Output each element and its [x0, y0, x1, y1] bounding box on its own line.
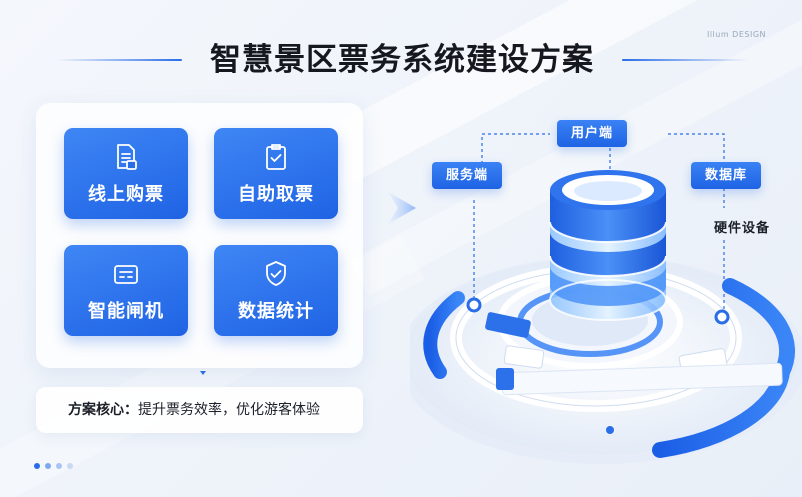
core-text: 提升票务效率，优化游客体验 [138, 402, 320, 418]
platform-illustration [410, 133, 802, 464]
core-key: 方案核心： [68, 402, 138, 418]
pager-dot[interactable] [67, 463, 73, 469]
document-icon [117, 144, 137, 170]
title-row: 智慧景区票务系统建设方案 [0, 38, 802, 82]
feature-tile-self-pickup[interactable]: 自助取票 [214, 128, 338, 219]
database-cylinder-icon [549, 170, 667, 321]
service-end-label: 服务端 [432, 162, 503, 189]
chevron-right-icon [388, 192, 416, 224]
title-line-right [622, 59, 748, 61]
gate-terminal-icon [114, 265, 138, 284]
system-diagram: 用户端 服务端 数据库 硬件设备 [410, 110, 802, 497]
feature-panel: 线上购票 自助取票 智能闸机 数据统计 [36, 103, 363, 368]
feature-tile-online-ticket[interactable]: 线上购票 [64, 128, 188, 219]
page-title: 智慧景区票务系统建设方案 [210, 42, 594, 78]
pager-dot[interactable] [56, 463, 62, 469]
feature-label: 自助取票 [238, 184, 314, 205]
feature-label: 智能闸机 [88, 301, 164, 322]
feature-label: 数据统计 [238, 301, 314, 322]
database-label: 数据库 [691, 162, 762, 189]
brand-watermark: Illum DESIGN [706, 30, 766, 39]
feature-tile-data-stats[interactable]: 数据统计 [214, 245, 338, 336]
shield-check-icon [266, 261, 286, 286]
core-summary: 方案核心：提升票务效率，优化游客体验 [36, 387, 363, 433]
pager-dot[interactable] [45, 463, 51, 469]
pager-dot[interactable] [34, 463, 40, 469]
hardware-label: 硬件设备 [714, 221, 771, 236]
feature-tile-smart-gate[interactable]: 智能闸机 [64, 245, 188, 336]
title-line-left [56, 59, 182, 61]
feature-label: 线上购票 [88, 184, 164, 205]
caret-down-icon [200, 371, 206, 375]
clipboard-check-icon [266, 144, 286, 170]
user-end-label: 用户端 [557, 120, 628, 147]
